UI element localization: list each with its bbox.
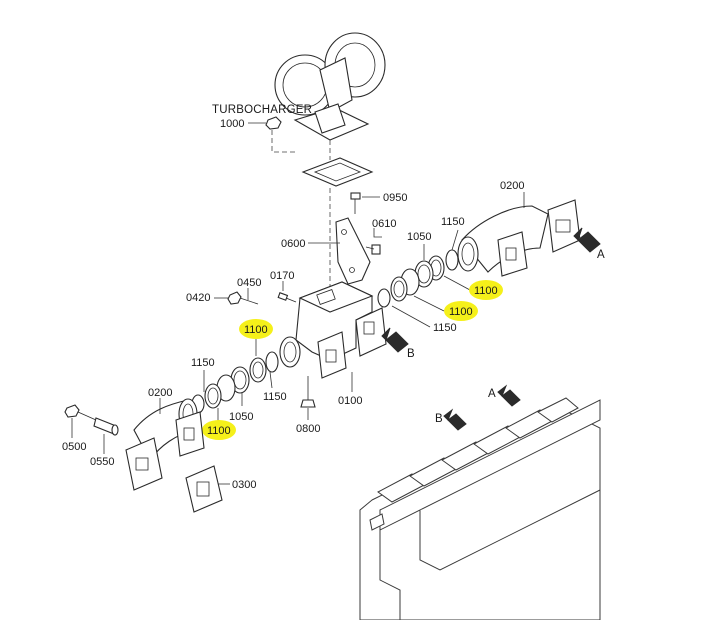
engine-block-inset-drawing	[359, 397, 601, 620]
label-1100-right-upper: 1100	[474, 285, 498, 297]
view-arrow-a-inset	[497, 384, 521, 407]
part-0610-bolt-drawing	[365, 228, 382, 255]
view-label-a-main: A	[597, 249, 605, 261]
view-arrow-b-main	[381, 327, 409, 353]
view-label-a-inset: A	[488, 388, 496, 400]
highlight-1100-right-lower	[444, 301, 478, 321]
label-0600: 0600	[281, 238, 305, 250]
turbocharger-title: TURBOCHARGER	[212, 104, 312, 116]
label-0550: 0550	[90, 456, 114, 468]
part-0100-manifold-drawing	[279, 281, 387, 392]
view-label-b-main: B	[407, 348, 415, 360]
view-arrow-b-inset	[443, 408, 467, 431]
label-1000: 1000	[220, 118, 244, 130]
label-1050-top: 1050	[407, 231, 431, 243]
label-1150-mid-right: 1150	[433, 322, 457, 334]
label-1100-left-lower: 1100	[207, 425, 231, 437]
part-0500-bolt-drawing	[64, 404, 97, 438]
label-1100-right-lower: 1100	[449, 306, 473, 318]
label-0800: 0800	[296, 423, 320, 435]
label-1150-mid-left: 1150	[263, 391, 287, 403]
label-0500: 0500	[62, 441, 86, 453]
label-0610: 0610	[372, 218, 396, 230]
turbo-gasket-drawing	[301, 140, 374, 290]
view-arrow-a-main	[573, 227, 601, 253]
part-1000-nut-drawing	[248, 116, 295, 153]
highlight-1100-left-upper	[239, 319, 273, 339]
label-0100: 0100	[338, 395, 362, 407]
view-label-b-inset: B	[435, 413, 443, 425]
part-0170-stud-drawing	[277, 281, 297, 303]
part-0200-right-pipe-drawing	[457, 192, 581, 277]
label-0420: 0420	[186, 292, 210, 304]
part-0300-gasket-drawing	[185, 465, 230, 513]
left-ring-stack-drawing	[191, 338, 279, 422]
label-1150-left: 1150	[191, 357, 215, 369]
label-0200-top: 0200	[500, 180, 524, 192]
part-0950-bolt-drawing	[350, 192, 380, 214]
part-0600-bracket-drawing	[308, 217, 371, 285]
label-0450: 0450	[237, 277, 261, 289]
label-0170: 0170	[270, 270, 294, 282]
label-1150-top: 1150	[441, 216, 465, 228]
label-1100-left-upper: 1100	[244, 324, 268, 336]
label-0200-left: 0200	[148, 387, 172, 399]
part-0420-bolt-drawing	[214, 288, 259, 305]
part-0550-sleeve-drawing	[93, 417, 119, 454]
highlight-1100-right-upper	[469, 280, 503, 300]
part-0800-bolt-drawing	[300, 376, 316, 420]
part-0200-left-pipe-drawing	[125, 398, 205, 491]
label-0950: 0950	[383, 192, 407, 204]
label-0300: 0300	[232, 479, 256, 491]
label-1050-left: 1050	[229, 411, 253, 423]
highlight-1100-left-lower	[202, 420, 236, 440]
turbocharger-drawing	[274, 32, 386, 141]
right-ring-stack-drawing	[377, 229, 471, 328]
